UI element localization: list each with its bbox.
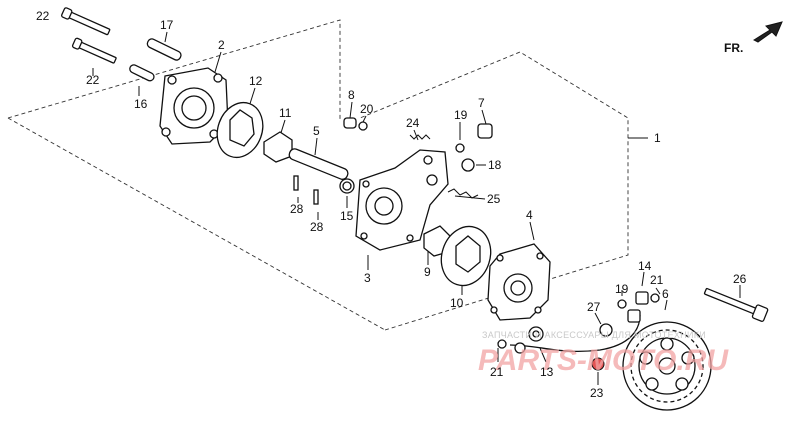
pump-cover bbox=[487, 243, 551, 321]
callout-label: 15 bbox=[340, 209, 354, 223]
callout-label: 14 bbox=[638, 259, 652, 273]
small-fittings bbox=[343, 117, 493, 199]
callout-label: 12 bbox=[249, 74, 263, 88]
callout-label: 9 bbox=[424, 265, 431, 279]
pump-shaft bbox=[288, 148, 355, 205]
callout-label: 16 bbox=[134, 97, 148, 111]
callout-label: 11 bbox=[279, 106, 292, 120]
callout-label: 6 bbox=[662, 287, 669, 301]
pump-body bbox=[355, 149, 449, 251]
callout-label: 18 bbox=[488, 158, 502, 172]
callout-label: 19 bbox=[615, 282, 629, 296]
callout-label: 7 bbox=[478, 96, 485, 110]
callout-label: 24 bbox=[406, 116, 420, 130]
callout-label: 5 bbox=[313, 124, 320, 138]
callout-label: 22 bbox=[36, 9, 50, 23]
seals-and-washers bbox=[617, 291, 660, 309]
inner-rotor bbox=[263, 131, 293, 163]
callout-label: 2 bbox=[218, 38, 225, 52]
oil-pipe bbox=[497, 309, 641, 354]
drive-nut bbox=[591, 357, 605, 371]
callout-label: 10 bbox=[450, 296, 464, 310]
orientation-marker: FR. bbox=[724, 41, 743, 55]
watermark-site: PARTS-MOTO.RU bbox=[478, 344, 729, 377]
bolts-and-pins bbox=[61, 7, 769, 322]
callout-label: 3 bbox=[364, 271, 371, 285]
callout-label: 28 bbox=[310, 220, 324, 234]
callout-labels: 22 17 2 22 16 12 11 5 8 20 24 19 7 1 18 … bbox=[36, 9, 747, 400]
leader-lines bbox=[62, 15, 741, 385]
second-rotor-set bbox=[423, 225, 492, 287]
outer-rotor bbox=[216, 101, 264, 159]
callout-label: 20 bbox=[360, 102, 374, 116]
callout-label: 17 bbox=[160, 18, 174, 32]
callout-label: 23 bbox=[590, 386, 604, 400]
callout-label: 21 bbox=[490, 365, 504, 379]
callout-label: 28 bbox=[290, 202, 304, 216]
callout-label: 25 bbox=[487, 192, 501, 206]
front-direction-arrow-icon bbox=[752, 21, 783, 43]
callout-label: 27 bbox=[587, 300, 601, 314]
callout-label: 8 bbox=[348, 88, 355, 102]
callout-label: 19 bbox=[454, 108, 468, 122]
callout-label: 26 bbox=[733, 272, 747, 286]
callout-label: 1 bbox=[654, 131, 661, 145]
watermark-caption: ЗАПЧАСТИ И АКСЕССУАРЫ ДЛЯ МОТОТЕХНИКИ bbox=[482, 330, 706, 340]
callout-label: 4 bbox=[526, 208, 533, 222]
callout-label: 13 bbox=[540, 365, 554, 379]
drive-sprocket bbox=[622, 321, 712, 411]
callout-label: 22 bbox=[86, 73, 100, 87]
callout-label: 21 bbox=[650, 273, 664, 287]
